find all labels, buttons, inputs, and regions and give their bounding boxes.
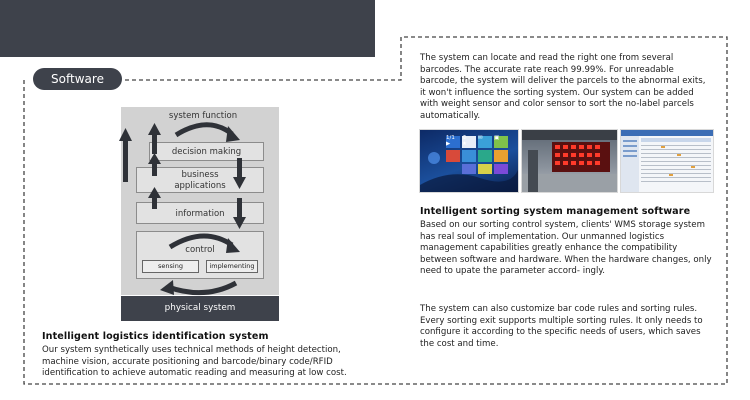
intro-paragraph: The system can locate and read the right…: [420, 53, 706, 121]
up-arrow-icon: [148, 123, 161, 135]
up-arrow-icon: [148, 153, 161, 164]
decision-making-box: decision making: [149, 142, 264, 161]
cycle-arrow-icon: [174, 122, 234, 138]
warehouse-image: [522, 130, 617, 192]
up-arrow-icon: [123, 140, 128, 182]
tile-label: 1/1: [446, 135, 455, 141]
implementing-label: implementing: [209, 262, 255, 270]
sensing-label: sensing: [158, 262, 183, 270]
tile-label: ✉: [478, 135, 483, 141]
cycle-arrow-icon: [167, 280, 238, 296]
identification-system-heading: Intelligent logistics identification sys…: [42, 331, 269, 342]
down-arrow-icon: [233, 177, 246, 189]
header-bar: [0, 0, 375, 57]
software-interface-screenshot: [620, 129, 714, 193]
up-arrow-icon: [119, 128, 132, 141]
software-tab[interactable]: Software: [33, 68, 122, 90]
physical-system-bar: physical system: [121, 296, 279, 321]
tile-label: ⚙: [462, 135, 467, 141]
physical-system-label: physical system: [164, 303, 236, 313]
software-tab-label: Software: [51, 72, 104, 86]
software-interface-image: [621, 130, 713, 192]
information-label: information: [175, 209, 225, 219]
sensing-box: sensing: [142, 260, 199, 273]
cycle-arrow-icon: [168, 233, 234, 250]
system-function-label: system function: [168, 111, 238, 121]
control-label: control: [185, 245, 215, 255]
tile-label: ▣: [494, 135, 500, 141]
decision-making-label: decision making: [171, 147, 242, 157]
business-applications-label-line1: business: [181, 170, 219, 180]
identification-system-paragraph: Our system synthetically uses technical …: [42, 345, 347, 378]
custom-rules-paragraph: The system can also customize bar code r…: [420, 304, 703, 349]
mgmt-software-paragraph: Based on our sorting control system, cli…: [420, 220, 712, 276]
tile-label: ▶: [446, 141, 451, 147]
implementing-box: implementing: [206, 260, 258, 273]
up-arrow-icon: [148, 187, 161, 198]
tablet-image: [420, 136, 518, 192]
down-arrow-icon: [233, 217, 246, 229]
warehouse-screenshot: [521, 129, 618, 193]
business-applications-label-line2: applications: [174, 181, 226, 191]
business-applications-box: business applications: [136, 167, 264, 193]
mgmt-software-heading: Intelligent sorting system management so…: [420, 206, 691, 217]
information-box: information: [136, 202, 264, 224]
tile-label: ★: [462, 141, 467, 147]
tablet-screenshot: 1/1 ⚙ ✉ ▣ ▶ ★: [419, 129, 519, 193]
